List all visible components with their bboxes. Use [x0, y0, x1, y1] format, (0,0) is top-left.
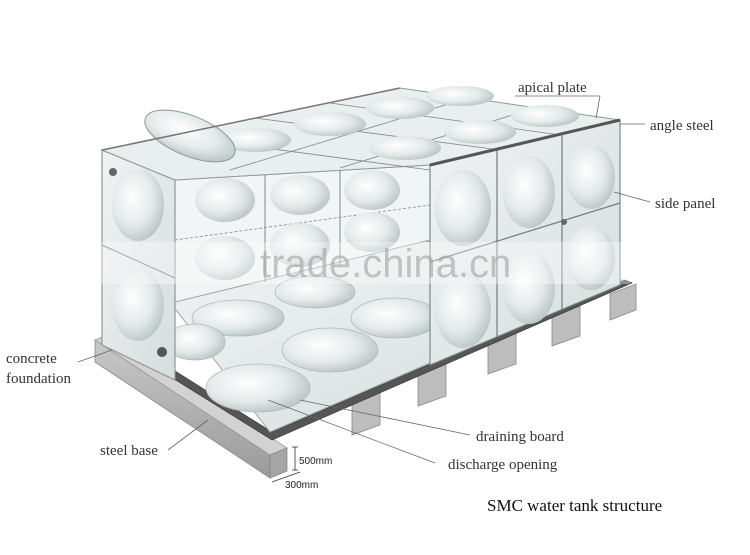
- label-apical-plate: apical plate: [518, 80, 587, 96]
- back-wall: [174, 164, 431, 303]
- dimension-width: 300mm: [285, 480, 318, 491]
- label-concrete: concrete: [6, 351, 57, 367]
- watermark-text: trade.china.cn: [260, 242, 511, 286]
- apical-plates: [100, 86, 621, 181]
- manhole-lid: [144, 109, 236, 163]
- leader-lines: [77, 95, 651, 483]
- angle-steel: [101, 87, 621, 167]
- label-draining-board: draining board: [476, 429, 564, 445]
- label-discharge-opening: discharge opening: [448, 457, 558, 473]
- left-end-panel: [101, 149, 176, 381]
- side-panels: [429, 119, 621, 366]
- label-angle-steel: angle steel: [650, 118, 714, 134]
- label-side-panel: side panel: [655, 196, 715, 212]
- label-foundation: foundation: [6, 371, 71, 387]
- dimension-height: 500mm: [299, 456, 332, 467]
- diagram-caption: SMC water tank structure: [487, 496, 662, 515]
- watermark: trade.china.cn: [95, 242, 630, 286]
- label-steel-base: steel base: [100, 443, 158, 459]
